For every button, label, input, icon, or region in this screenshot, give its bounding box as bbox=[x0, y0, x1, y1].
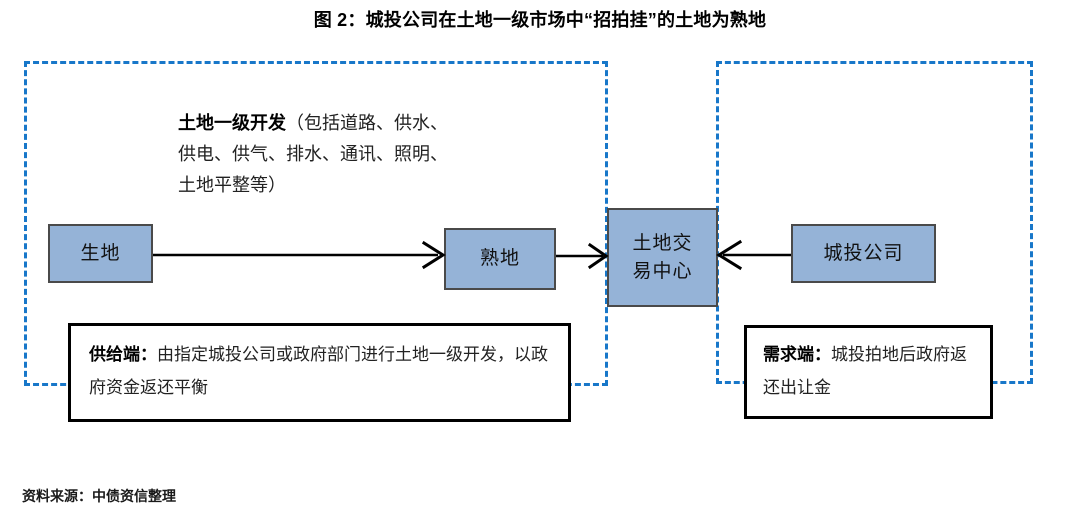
demand-side-caption-body: 城投拍地后政府返还出让金 bbox=[763, 345, 967, 397]
development-note-body: （包括道路、供水、供电、供气、排水、通讯、照明、土地平整等） bbox=[178, 113, 448, 195]
node-land-trade-center-label-line2: 易中心 bbox=[632, 260, 693, 282]
node-raw-land[interactable]: 生地 bbox=[48, 224, 153, 283]
node-city-investment-company-label: 城投公司 bbox=[823, 242, 904, 264]
development-note-lead: 土地一级开发 bbox=[178, 113, 286, 133]
land-primary-development-note: 土地一级开发（包括道路、供水、供电、供气、排水、通讯、照明、土地平整等） bbox=[178, 108, 448, 201]
source-note: 资料来源：中债资信整理 bbox=[22, 488, 176, 504]
node-land-trade-center-label-line1: 土地交 bbox=[632, 232, 693, 254]
demand-side-caption-lead: 需求端： bbox=[763, 345, 831, 364]
supply-side-caption-lead: 供给端： bbox=[89, 345, 157, 364]
demand-side-caption: 需求端：城投拍地后政府返还出让金 bbox=[744, 325, 993, 419]
page-title: 图 2：城投公司在土地一级市场中“招拍挂”的土地为熟地 bbox=[313, 10, 767, 30]
node-raw-land-label: 生地 bbox=[80, 242, 121, 264]
supply-side-caption-body: 由指定城投公司或政府部门进行土地一级开发，以政府资金返还平衡 bbox=[89, 345, 548, 397]
node-city-investment-company[interactable]: 城投公司 bbox=[791, 224, 936, 283]
supply-side-caption: 供给端：由指定城投公司或政府部门进行土地一级开发，以政府资金返还平衡 bbox=[68, 323, 571, 422]
node-land-trade-center[interactable]: 土地交 易中心 bbox=[607, 208, 718, 307]
node-developed-land[interactable]: 熟地 bbox=[444, 228, 556, 290]
node-developed-land-label: 熟地 bbox=[479, 248, 520, 270]
